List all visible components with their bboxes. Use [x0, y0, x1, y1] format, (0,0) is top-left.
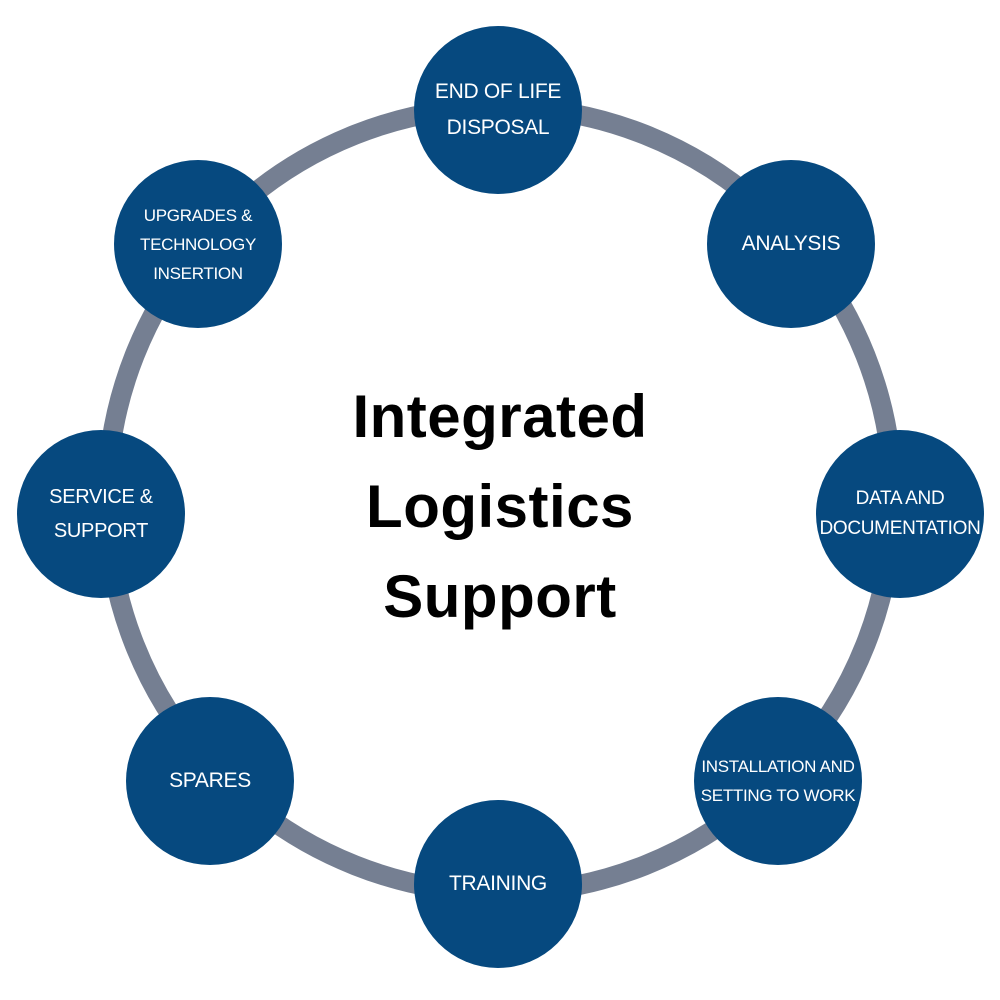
node-analysis: ANALYSIS	[707, 160, 875, 328]
node-label: TRAINING	[449, 872, 547, 895]
node-upgrades-and-technology-insertion: UPGRADES & TECHNOLOGY INSERTION	[114, 160, 282, 328]
node-label: UPGRADES & TECHNOLOGY INSERTION	[139, 205, 257, 283]
node-installation-and-setting-to-work: INSTALLATION AND SETTING TO WORK	[694, 697, 862, 865]
node-label: SERVICE & SUPPORT	[49, 486, 153, 542]
node-label: SPARES	[169, 769, 251, 792]
node-label: END OF LIFE DISPOSAL	[434, 80, 562, 139]
node-spares: SPARES	[126, 697, 294, 865]
node-label: INSTALLATION AND SETTING TO WORK	[700, 757, 856, 805]
node-label: ANALYSIS	[741, 232, 841, 255]
node-training: TRAINING	[414, 800, 582, 968]
center-title: Integrated Logistics Support	[352, 383, 648, 630]
node-label: DATA AND DOCUMENTATION	[819, 488, 981, 539]
node-end-of-life-disposal: END OF LIFE DISPOSAL	[414, 26, 582, 194]
node-service-and-support: SERVICE & SUPPORT	[17, 430, 185, 598]
node-data-and-documentation: DATA AND DOCUMENTATION	[816, 430, 984, 598]
